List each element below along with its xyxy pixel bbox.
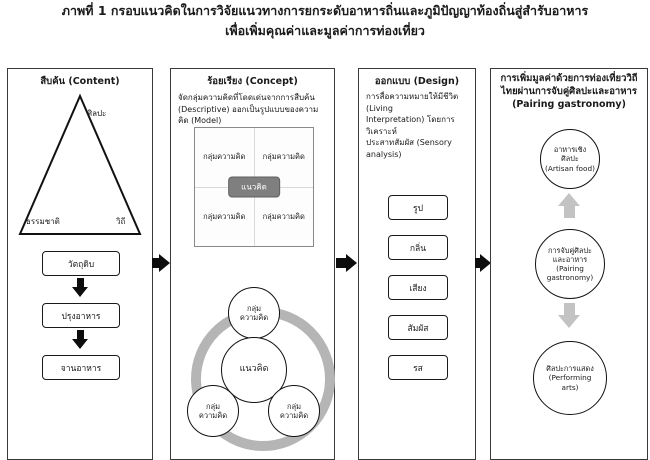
sense-box-smell: กลิ่น [388,235,448,260]
idea-group-circle: กลุ่ม ความคิด [268,385,320,437]
artisan-food-circle: อาหารเชิง ศิลปะ (Artisan food) [540,129,600,189]
sense-box-sound: เสียง [388,275,448,300]
down-arrow-icon [558,303,580,328]
flow-arrow-icon [475,254,491,272]
panel-design-description: การสื่อความหมายให้มีชีวิต (Living Interp… [366,92,459,159]
panel-content-header: สืบค้น (Content) [40,76,120,87]
triangle-label-way-of-life: วิถี [116,217,126,226]
flow-arrow-icon [152,254,170,272]
content-step-dish: จานอาหาร [42,355,120,380]
content-step-cooking: ปรุงอาหาร [42,303,120,328]
sense-box-touch: สัมผัส [388,315,448,340]
grid-center-concept-label: แนวคิด [228,176,280,198]
figure-title-line1: ภาพที่ 1 กรอบแนวคิดในการวิจัยแนวทางการยก… [61,3,589,18]
panel-design: ออกแบบ (Design) การสื่อความหมายให้มีชีวิ… [358,68,476,460]
triangle-label-nature: ธรรมชาติ [26,217,60,226]
down-arrow-icon [72,330,88,349]
idea-group-circle: กลุ่ม ความคิด [228,287,280,339]
pairing-gastronomy-circle: การจับคู่ศิลปะ และอาหาร (Pairing gastron… [535,229,605,299]
sense-box-taste: รส [388,355,448,380]
triangle-label-art: ศิลปะ [87,109,107,118]
content-step-ingredients: วัตถุดิบ [42,251,120,276]
performing-arts-circle: ศิลปะการแสดง (Performing arts) [533,341,607,415]
idea-group-circle: กลุ่ม ความคิด [187,385,239,437]
figure-title-line2: เพื่อเพิ่มคุณค่าและมูลค่าการท่องเที่ยว [225,23,425,38]
up-arrow-icon [558,193,580,218]
panel-pairing: การเพิ่มมูลค่าด้วยการท่องเที่ยววิถี ไทยผ… [490,68,648,460]
flow-arrow-icon [336,254,357,272]
panel-content: สืบค้น (Content) ศิลปะ ธรรมชาติ วิถี วัต… [7,68,153,460]
idea-group-grid: กลุ่มความคิด กลุ่มความคิด กลุ่มความคิด ก… [194,127,314,247]
panel-design-header: ออกแบบ (Design) [374,76,460,87]
panel-concept: ร้อยเรียง (Concept) จัดกลุ่มความคิดที่โด… [170,68,335,460]
down-arrow-icon [72,278,88,297]
content-triangle-icon [18,93,142,235]
panel-concept-header: ร้อยเรียง (Concept) [207,76,298,87]
panel-concept-description: จัดกลุ่มความคิดที่โดดเด่นจากการสืบค้น (D… [178,93,319,126]
panel-pairing-header: การเพิ่มมูลค่าด้วยการท่องเที่ยววิถี ไทยผ… [500,73,638,110]
sense-box-sight: รูป [388,195,448,220]
